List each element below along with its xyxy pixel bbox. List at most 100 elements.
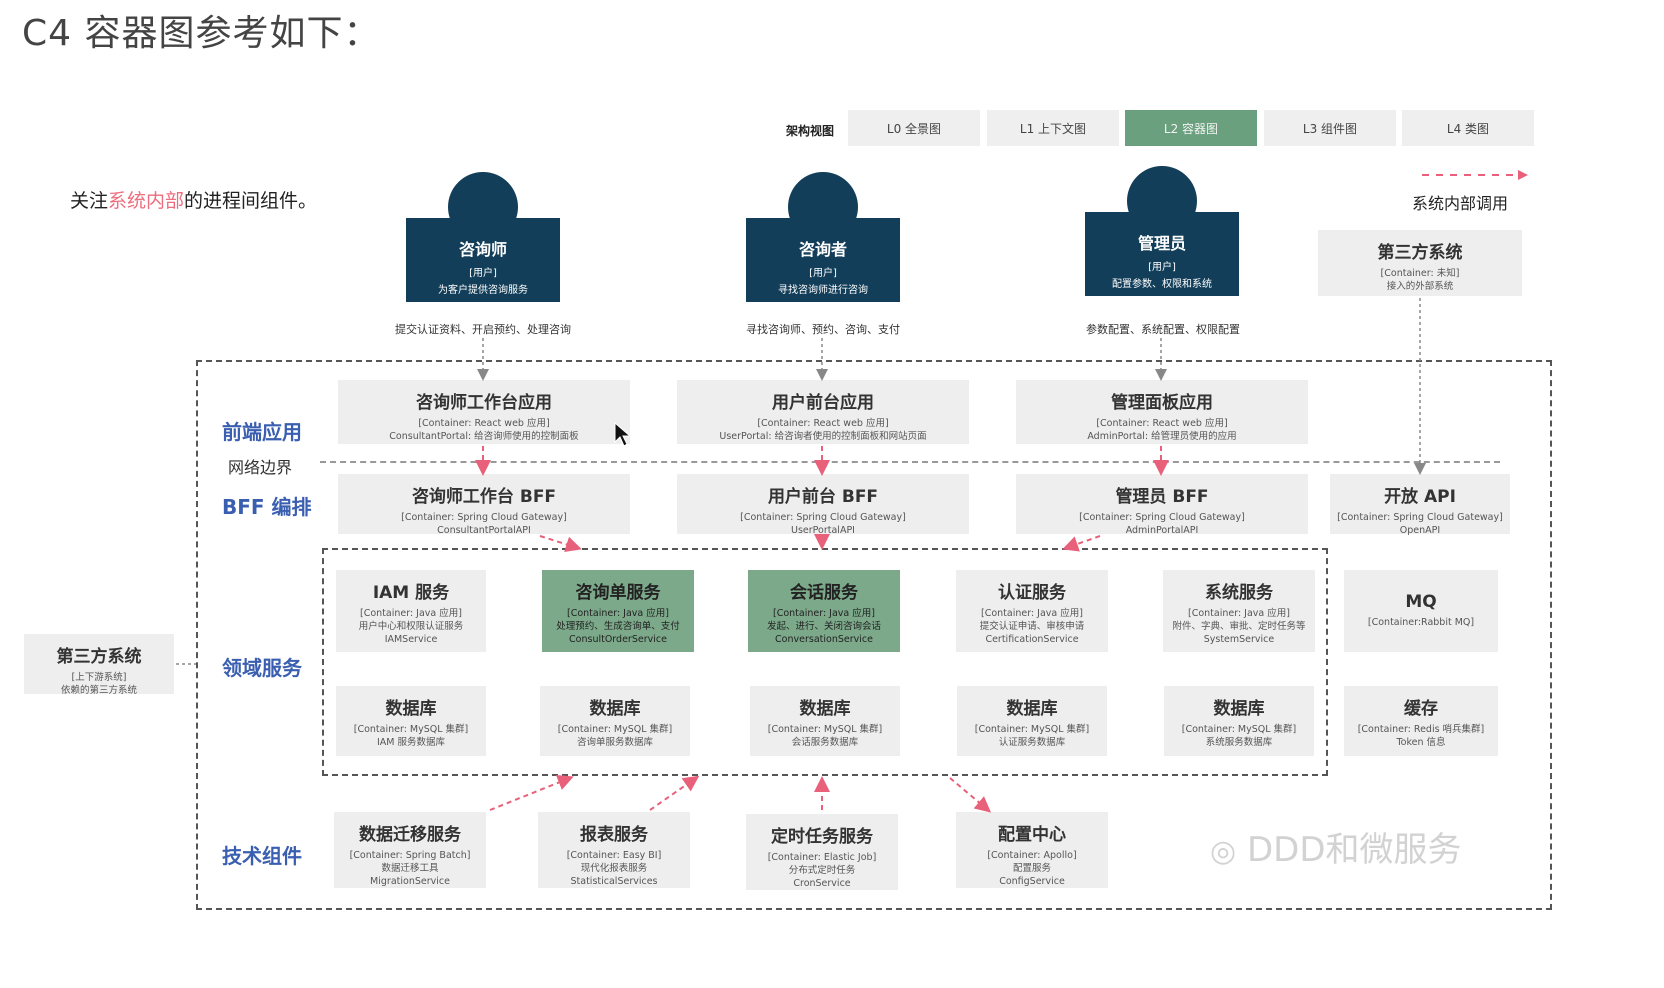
box-title: 数据库	[589, 699, 641, 719]
box-line: [Container: MySQL 集群]	[353, 724, 469, 735]
database: 数据库 [Container: MySQL 集群]认证服务数据库	[957, 686, 1107, 756]
bff-container: 开放 API [Container: Spring Cloud Gateway]…	[1330, 474, 1510, 537]
box-line: StatisticalServices	[570, 876, 658, 887]
box-line: CertificationService	[985, 634, 1079, 645]
actor-name: 咨询者	[798, 240, 847, 259]
box-subtitle: [上下游系统] 依赖的第三方系统	[24, 671, 174, 697]
box-line: [Container: Java 应用]	[567, 608, 669, 619]
focus-prefix: 关注	[70, 190, 109, 212]
box-subtitle: [Container: Spring Cloud Gateway]OpenAPI	[1330, 511, 1510, 537]
box-subtitle: [Container: Spring Cloud Gateway]Consult…	[338, 511, 630, 537]
bff-container: 咨询师工作台 BFF [Container: Spring Cloud Gate…	[338, 474, 630, 537]
focus-note: 关注系统内部的进程间组件。	[70, 186, 317, 213]
box-line: 附件、字典、审批、定时任务等	[1172, 621, 1306, 632]
box-line: UserPortalAPI	[791, 525, 855, 536]
actor-tag: [用户]	[809, 268, 837, 279]
box-line: IAM 服务数据库	[376, 737, 446, 748]
box-title: 数据库	[1213, 699, 1265, 719]
focus-suffix: 的进程间组件。	[184, 190, 318, 212]
tab-l4[interactable]: L4 类图	[1402, 110, 1534, 146]
box-title: 用户前台 BFF	[767, 487, 879, 507]
box-line: [上下游系统]	[71, 672, 127, 683]
box-line: 咨询单服务数据库	[576, 737, 653, 748]
page-title: C4 容器图参考如下：	[22, 13, 381, 54]
legend-arrow	[1422, 170, 1528, 180]
connector-line	[649, 775, 700, 811]
actor-name: 咨询师	[458, 240, 507, 259]
tab-l3[interactable]: L3 组件图	[1264, 110, 1396, 146]
box-line: 接入的外部系统	[1386, 281, 1454, 292]
bff-container: 管理员 BFF [Container: Spring Cloud Gateway…	[1016, 474, 1308, 537]
box-line: [Container: Java 应用]	[1188, 608, 1290, 619]
box-line: UserPortal: 给咨询者使用的控制面板和网站页面	[719, 431, 927, 442]
box-line: [Container: React web 应用]	[757, 418, 889, 429]
box-line: [Container: Elastic Job]	[767, 852, 877, 863]
box-title: 管理面板应用	[1111, 393, 1213, 413]
box-subtitle: [Container: Spring Cloud Gateway]UserPor…	[677, 511, 969, 537]
box-title: 系统服务	[1205, 583, 1273, 603]
system-boundary	[196, 360, 1552, 910]
connector-line	[489, 775, 574, 811]
box-title: 咨询单服务	[575, 583, 661, 603]
box-subtitle: [Container: Java 应用] 附件、字典、审批、定时任务等 System…	[1163, 607, 1315, 646]
box-line: [Container: React web 应用]	[418, 418, 550, 429]
connector-line	[539, 535, 582, 553]
box-line: 提交认证申请、审核申请	[979, 621, 1085, 632]
box-title: 报表服务	[580, 825, 648, 845]
box-line: [Container: MySQL 集群]	[974, 724, 1090, 735]
box-subtitle: [Container: Spring Cloud Gateway]AdminPo…	[1016, 511, 1308, 537]
box-line: [Container: React web 应用]	[1096, 418, 1228, 429]
box-title: 咨询师工作台 BFF	[411, 487, 557, 507]
box-line: CronService	[793, 878, 851, 889]
box-title: 管理员 BFF	[1115, 487, 1209, 507]
box-line: [Container: Java 应用]	[773, 608, 875, 619]
box-line: 认证服务数据库	[998, 737, 1066, 748]
box-subtitle: [Container: MySQL 集群]系统服务数据库	[1164, 723, 1314, 749]
box-subtitle: [Container: Spring Batch] 数据迁移工具 Migration…	[334, 849, 486, 888]
box-line: [Container: Java 应用]	[360, 608, 462, 619]
box-line: MigrationService	[370, 876, 450, 887]
nav-label: 架构视图	[786, 124, 835, 138]
tab-l1[interactable]: L1 上下文图	[987, 110, 1119, 146]
box-line: [Container:Rabbit MQ]	[1367, 617, 1475, 628]
box-subtitle: [Container: MySQL 集群] IAM 服务数据库	[336, 723, 486, 749]
box-line: 数据迁移工具	[381, 863, 439, 874]
box-line: ConfigService	[999, 876, 1065, 887]
box-line: [Container: Spring Cloud Gateway]	[1079, 512, 1245, 523]
actor-caption: 参数配置、系统配置、权限配置	[1086, 323, 1240, 336]
database: 数据库 [Container: MySQL 集群] IAM 服务数据库	[336, 686, 486, 756]
box-line: ConsultantPortal: 给咨询师使用的控制面板	[389, 431, 579, 442]
box-subtitle: [Container: Elastic Job] 分布式定时任务 CronServi…	[746, 851, 898, 890]
connector-line	[949, 777, 992, 813]
actor-name: 管理员	[1137, 234, 1186, 253]
external-system-top: 第三方系统 [Container: 未知]接入的外部系统	[1318, 230, 1522, 296]
layer-network: 网络边界	[228, 458, 293, 477]
box-line: AdminPortal: 给管理员使用的应用	[1087, 431, 1237, 442]
actor-desc: 寻找咨询师进行咨询	[778, 285, 868, 296]
tab-l2[interactable]: L2 容器图	[1125, 110, 1257, 146]
box-line: 分布式定时任务	[788, 865, 856, 876]
box-title: 数据库	[385, 699, 437, 719]
actor-desc: 为客户提供咨询服务	[438, 285, 528, 296]
mouse-cursor-icon	[614, 422, 632, 447]
actor-tag: [用户]	[469, 268, 497, 279]
wechat-icon: ◎	[1210, 834, 1237, 869]
box-line: SystemService	[1203, 634, 1275, 645]
actor-caption: 寻找咨询师、预约、咨询、支付	[746, 323, 900, 336]
tab-l0[interactable]: L0 全景图	[848, 110, 980, 146]
box-subtitle: [Container: MySQL 集群]会话服务数据库	[750, 723, 900, 749]
box-line: [Container: Spring Batch]	[349, 850, 471, 861]
box-title: 咨询师工作台应用	[416, 393, 552, 413]
box-line: 依赖的第三方系统	[60, 685, 137, 696]
box-line: 发起、进行、关闭咨询会话	[766, 621, 881, 632]
box-line: ConsultantPortalAPI	[437, 525, 531, 536]
